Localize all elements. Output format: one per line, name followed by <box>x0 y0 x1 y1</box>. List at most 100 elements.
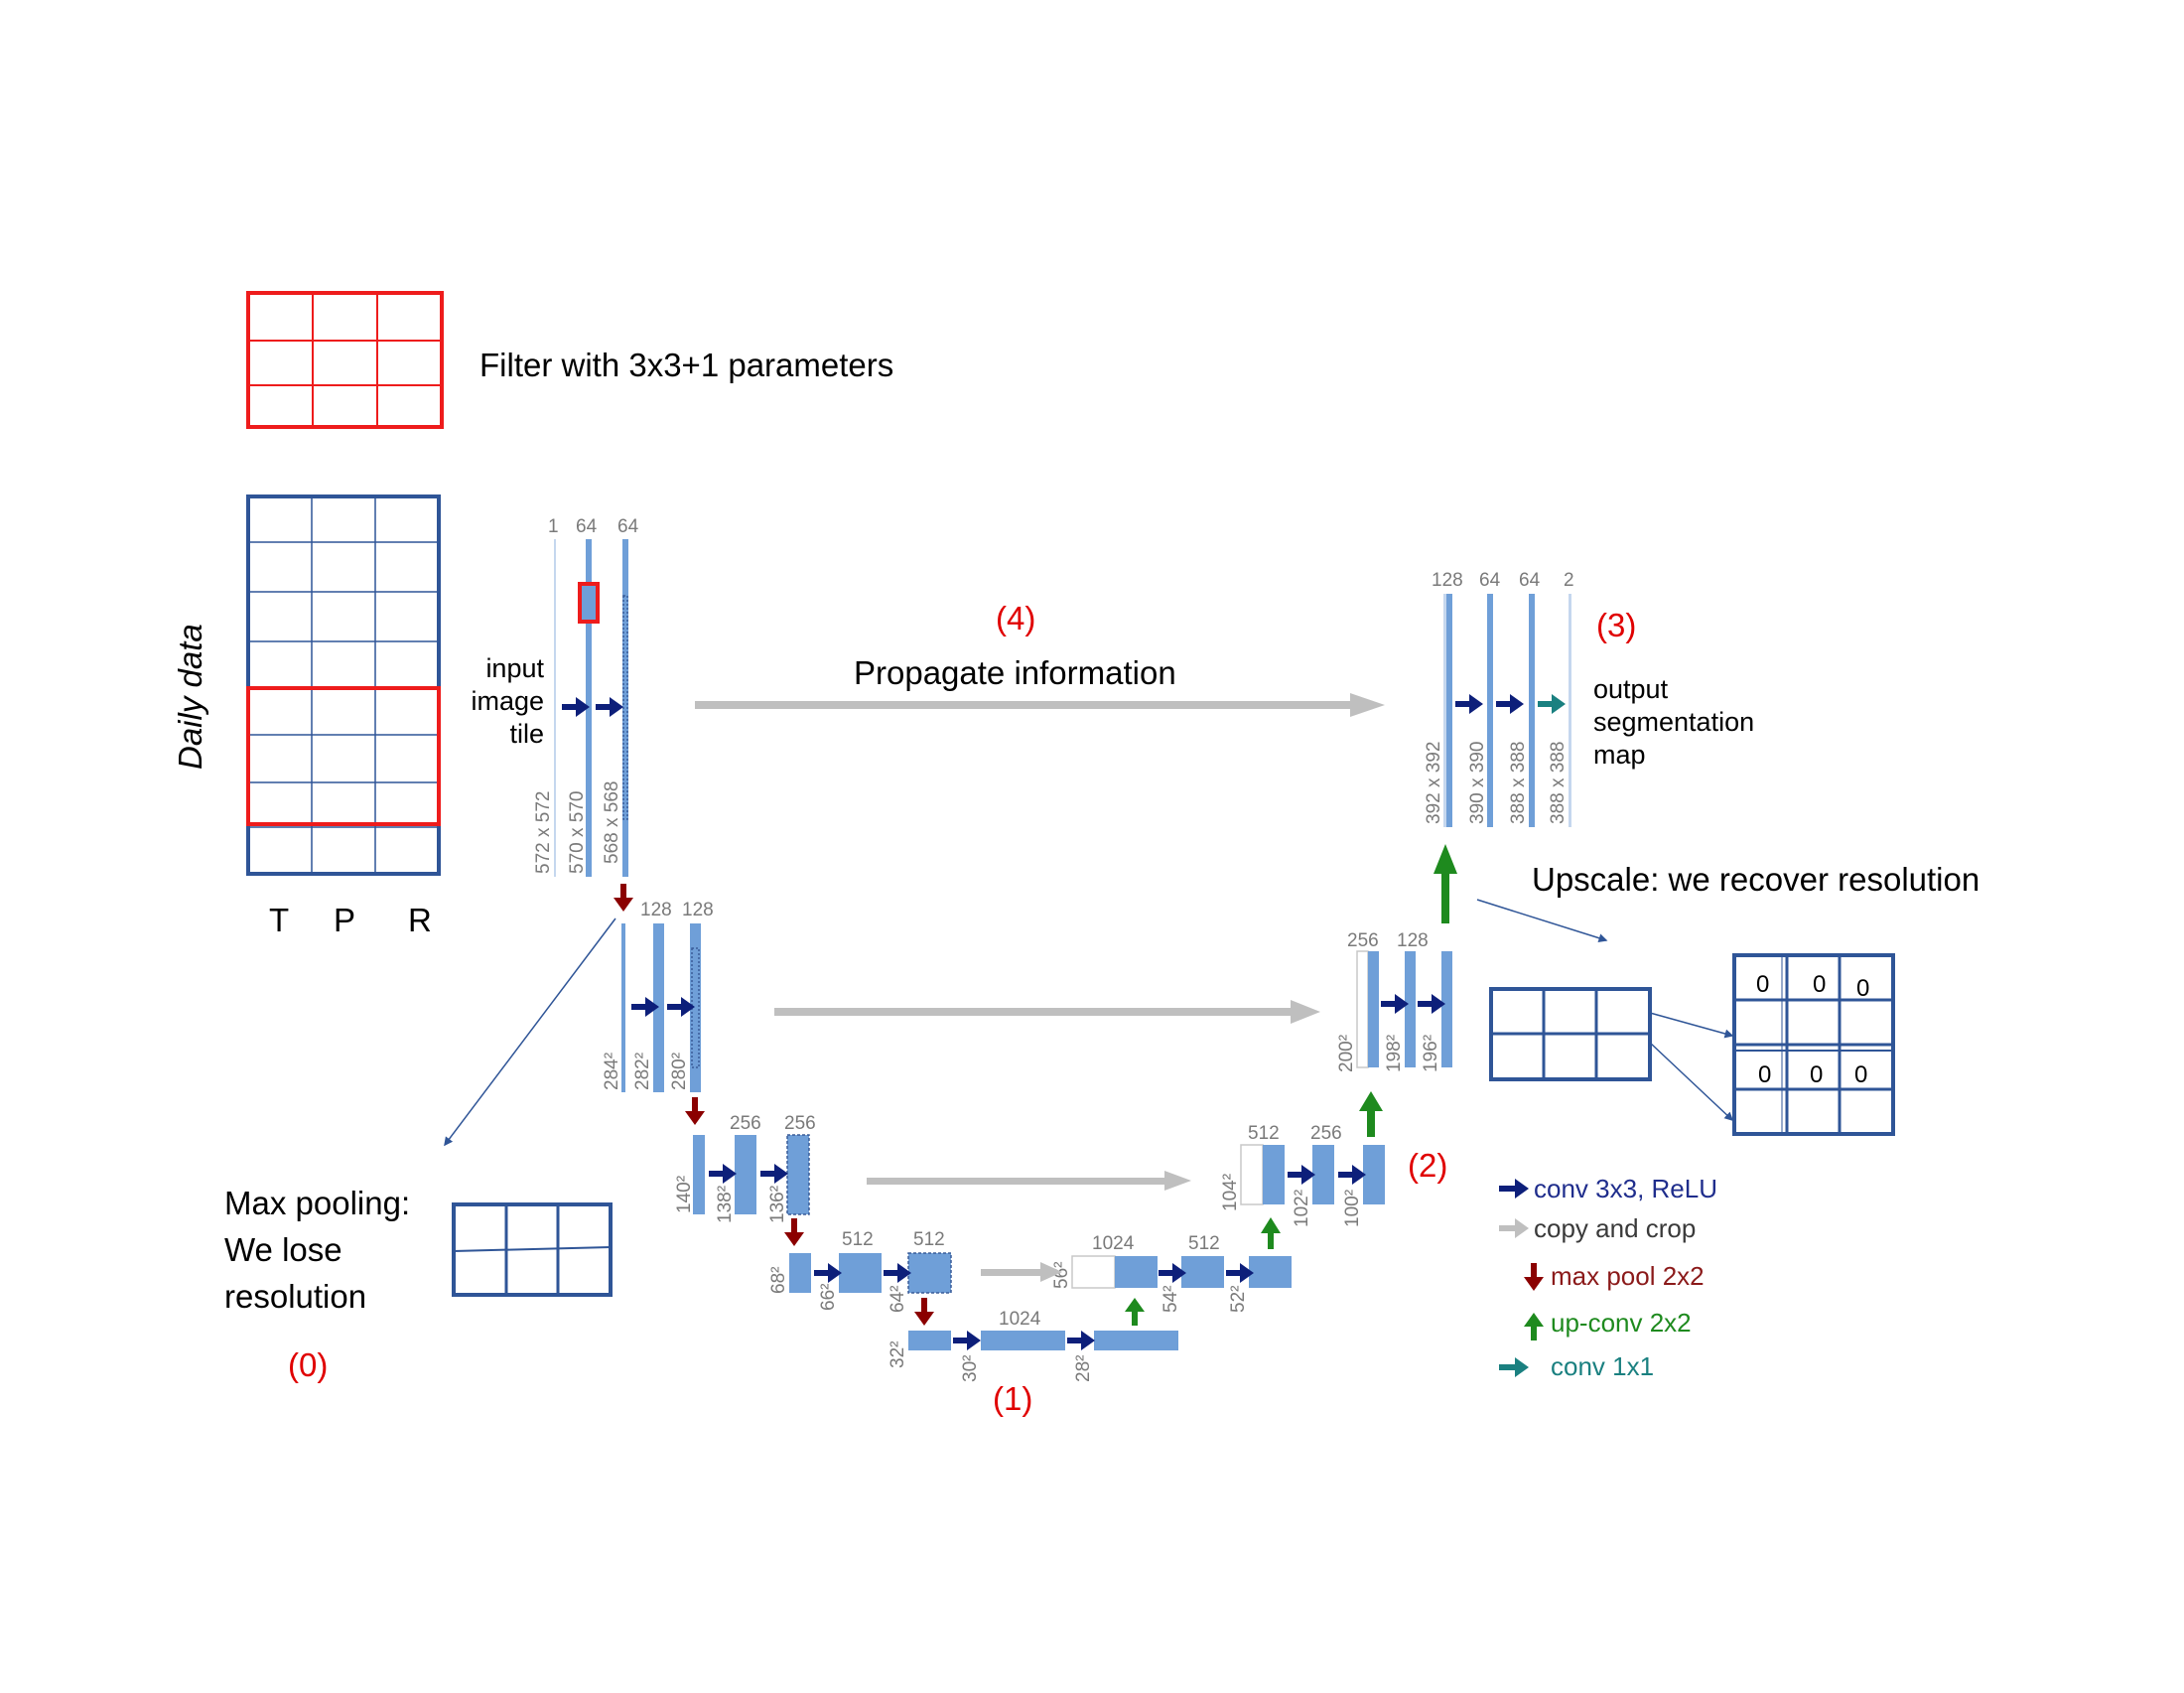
upscale-pointer-line <box>1476 899 1608 943</box>
copy-crop-arrow <box>774 1000 1320 1024</box>
conv-arrow <box>1381 994 1409 1014</box>
legend-swatch-maxpool <box>1524 1263 1544 1291</box>
daily-data-grid <box>246 494 441 876</box>
unet-up1: 128 64 64 2 392 x 392 390 x 390 388 x 38… <box>1424 570 1574 827</box>
legend-label: copy and crop <box>1534 1213 1696 1243</box>
copy-crop-arrow <box>867 1171 1191 1191</box>
zero-cell: 0 <box>1813 971 1826 998</box>
input-line: image <box>471 686 544 716</box>
channel-label: 64 <box>1479 570 1501 591</box>
zero-cell: 0 <box>1854 1061 1867 1088</box>
channel-label: 256 <box>784 1113 816 1134</box>
input-line: input <box>485 653 544 683</box>
channel-label: 1024 <box>1092 1233 1135 1254</box>
size-label: 198² <box>1384 1035 1405 1072</box>
size-label: 138² <box>715 1186 736 1223</box>
maxpool-line: We lose <box>224 1231 342 1268</box>
unet-level2: 128 128 284² 282² 280² <box>602 900 714 1092</box>
unet-level5: 1024 32² 30² 28² <box>887 1309 1178 1382</box>
feature-map <box>1441 951 1452 1067</box>
maxpool-arrow <box>914 1298 934 1326</box>
size-label: 30² <box>960 1355 981 1382</box>
conv-arrow <box>631 997 659 1017</box>
column-label-t: T <box>269 902 289 938</box>
conv-arrow <box>884 1263 911 1283</box>
conv-arrows <box>562 694 1524 1350</box>
channel-label: 128 <box>1432 570 1463 591</box>
channel-label: 2 <box>1564 570 1574 591</box>
size-label: 572 x 572 <box>533 791 554 874</box>
feature-map <box>690 923 701 1092</box>
feature-map <box>622 539 628 877</box>
conv-arrow <box>709 1164 737 1184</box>
unet-up3: 512 256 104² 102² 100² <box>1220 1123 1385 1227</box>
feature-map <box>839 1253 882 1293</box>
zero-cell: 0 <box>1856 975 1869 1002</box>
upconv-arrows <box>1125 844 1457 1326</box>
upconv-arrow <box>1359 1091 1383 1137</box>
maxpool-arrow <box>685 1097 705 1125</box>
output-line: output <box>1593 674 1669 704</box>
legend: conv 3x3, ReLU copy and crop max pool 2x… <box>1499 1174 1717 1381</box>
upscale-label: Upscale: we recover resolution <box>1532 861 1979 898</box>
output-segmentation-map-label: output segmentation map <box>1593 674 1754 770</box>
upscale-arrow-bottom <box>1649 1042 1734 1122</box>
size-label: 104² <box>1220 1174 1241 1211</box>
feature-map <box>693 1135 705 1214</box>
conv-arrow <box>596 697 623 717</box>
filter-grid <box>246 291 444 429</box>
feature-map <box>586 539 592 877</box>
feature-map <box>1094 1331 1178 1350</box>
filter-position-highlight <box>578 582 600 624</box>
legend-swatch-conv <box>1499 1179 1529 1199</box>
maxpool-line: resolution <box>224 1278 366 1315</box>
channel-label: 128 <box>682 900 714 920</box>
maxpool-arrows <box>614 884 934 1326</box>
propagate-label: Propagate information <box>854 654 1176 691</box>
conv-arrow <box>667 997 695 1017</box>
copy-crop-arrow <box>695 693 1385 717</box>
maxpool-line: Max pooling: <box>224 1185 410 1221</box>
conv-arrow <box>562 697 590 717</box>
feature-map-copy <box>1356 950 1369 1068</box>
channel-label: 64 <box>617 516 639 537</box>
feature-map-copy <box>1240 1144 1264 1205</box>
legend-swatch-conv1x1 <box>1499 1357 1529 1377</box>
step0-label: (0) <box>288 1346 328 1383</box>
size-label: 100² <box>1342 1190 1363 1227</box>
conv-arrow <box>814 1263 842 1283</box>
feature-map <box>1487 594 1493 827</box>
size-label: 200² <box>1336 1035 1357 1072</box>
size-label: 68² <box>768 1267 789 1294</box>
feature-map <box>786 1134 810 1215</box>
legend-swatch-copy <box>1499 1218 1529 1238</box>
feature-map <box>554 539 556 877</box>
input-image-tile-label: input image tile <box>471 653 544 749</box>
size-label: 570 x 570 <box>567 791 588 874</box>
conv-arrow <box>760 1164 788 1184</box>
channel-label: 512 <box>1188 1233 1220 1254</box>
unet-up2: 256 128 200² 198² 196² <box>1336 930 1452 1072</box>
filter-label: Filter with 3x3+1 parameters <box>479 347 893 383</box>
upscale-arrow-top <box>1649 1012 1734 1039</box>
unet-level1: 1 64 64 572 x 572 570 x 570 568 x 568 <box>533 516 639 877</box>
maxpool-arrow <box>784 1218 804 1246</box>
channel-label: 1024 <box>999 1309 1041 1330</box>
size-label: 280² <box>669 1053 690 1090</box>
feature-map <box>1405 951 1416 1067</box>
maxpool-pointer-line <box>444 917 616 1147</box>
upconv-arrow <box>1261 1217 1281 1249</box>
size-label: 388 x 388 <box>1508 742 1529 824</box>
size-label: 64² <box>887 1286 908 1313</box>
feature-map <box>1263 1145 1285 1204</box>
feature-map <box>789 1253 811 1293</box>
size-label: 32² <box>887 1341 908 1368</box>
feature-map <box>1569 594 1571 827</box>
feature-map <box>1115 1256 1158 1288</box>
size-label: 392 x 392 <box>1424 742 1444 824</box>
feature-map <box>1529 594 1535 827</box>
feature-map <box>1368 951 1379 1067</box>
conv-arrow <box>1338 1165 1366 1185</box>
